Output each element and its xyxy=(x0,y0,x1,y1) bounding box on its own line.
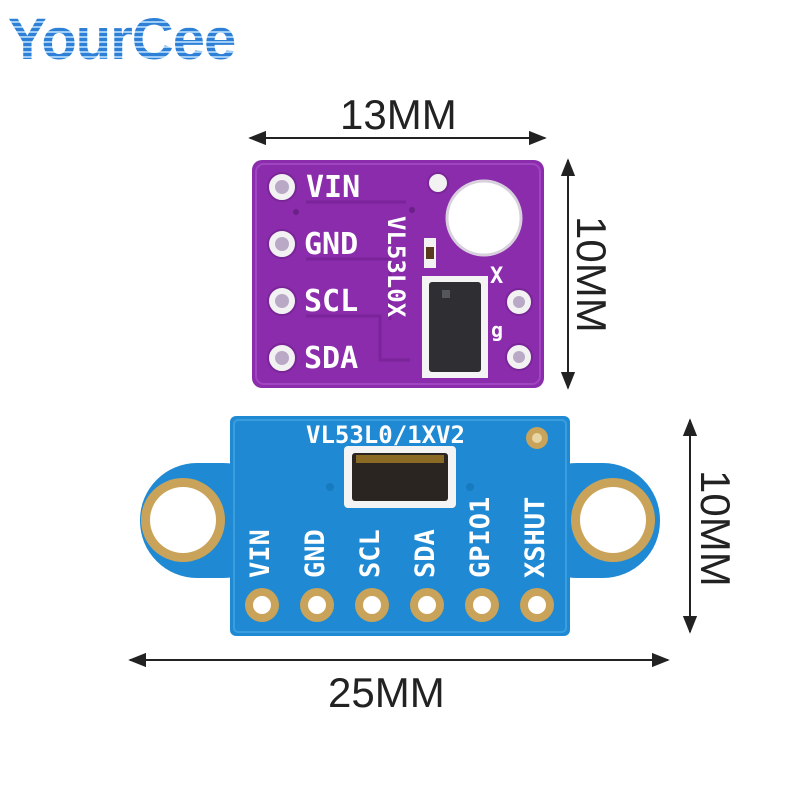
purple-pin-label-sda: SDA xyxy=(304,341,359,376)
purple-x-mark: X xyxy=(490,264,504,289)
purple-via xyxy=(427,172,449,194)
bottom-width-label: 25MM xyxy=(328,669,445,716)
blue-pcb xyxy=(230,416,570,636)
blue-pin-label-gnd: GND xyxy=(300,529,331,578)
blue-sensor-chip xyxy=(352,453,448,501)
blue-pin-label-vin: VIN xyxy=(245,529,276,578)
purple-pin-label-vin: VIN xyxy=(306,170,361,205)
bottom-height-label: 10MM xyxy=(692,470,739,587)
blue-pin-label-sda: SDA xyxy=(410,529,441,578)
brand-logo: YourCee xyxy=(8,4,236,76)
top-height-label: 10MM xyxy=(568,216,615,333)
purple-pin-label-scl: SCL xyxy=(304,284,359,319)
blue-pin-label-scl: SCL xyxy=(355,529,386,578)
top-width-label: 13MM xyxy=(340,91,457,138)
blue-pin-label-gpio1: GPIO1 xyxy=(465,496,496,578)
purple-mount-hole xyxy=(445,179,523,257)
blue-pin-label-xshut: XSHUT xyxy=(520,496,551,578)
purple-board xyxy=(252,160,544,388)
purple-chip-label: VL53L0X xyxy=(382,216,410,318)
blue-board xyxy=(140,416,660,636)
purple-g-mark: g xyxy=(491,318,504,342)
purple-sensor-chip xyxy=(429,282,481,372)
blue-board-title: VL53L0/1XV2 xyxy=(306,421,465,449)
purple-pin-label-gnd: GND xyxy=(304,227,359,262)
